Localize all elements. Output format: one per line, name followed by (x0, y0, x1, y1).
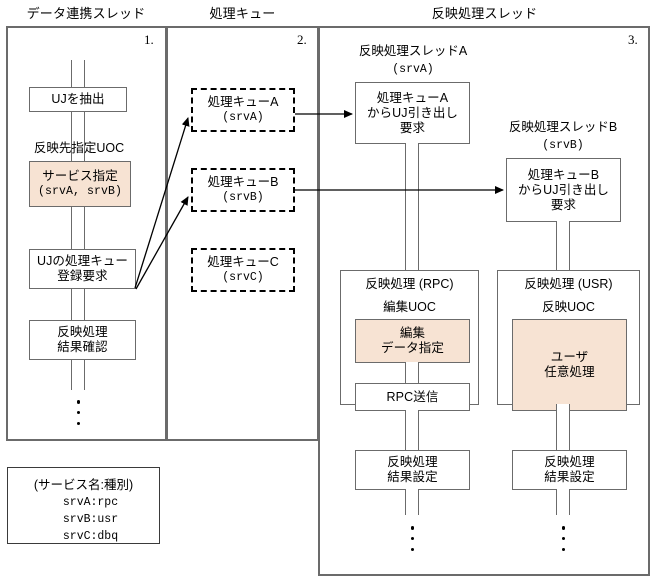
legend-item-srvc: srvC:dbq (62, 530, 119, 543)
container-rpc-title: 反映処理 (RPC) (365, 277, 454, 291)
thread-b-service: (srvB) (542, 139, 584, 152)
thread-b-result-label: 反映処理 結果設定 (544, 455, 595, 484)
lifeline-rpc-to-result (405, 410, 419, 450)
lifeline-thread1 (71, 60, 85, 390)
thread-a-result-box: 反映処理 結果設定 (355, 450, 470, 490)
lifeline-a-tail (405, 489, 419, 515)
step-rpc-send-label: RPC送信 (386, 389, 439, 404)
uoc-user-any-process: ユーザ 任意処理 (512, 319, 627, 411)
lifeline-usr-to-result (556, 404, 570, 450)
panel-number-2: 2. (297, 32, 307, 47)
thread-b-pull-label: 処理キューB からUJ引き出し 要求 (517, 167, 610, 212)
thread-b-result-box: 反映処理 結果設定 (512, 450, 627, 490)
step-register-queue-label: UJの処理キュー 登録要求 (36, 254, 129, 283)
uoc-user-any-process-label: ユーザ 任意処理 (544, 350, 595, 379)
queue-box-b-line2: (srvB) (222, 191, 264, 204)
lifeline-b-tail (556, 489, 570, 515)
panel-number-3: 3. (628, 32, 638, 47)
uoc-edit-data-spec-label: 編集 データ指定 (380, 326, 444, 355)
ellipsis-thread-b (561, 526, 566, 551)
thread-a-caption: 反映処理スレッドA (358, 44, 468, 58)
queue-box-b: 処理キューB (srvB) (191, 168, 295, 212)
step-register-queue: UJの処理キュー 登録要求 (29, 249, 136, 289)
column-title-3: 反映処理スレッド (431, 6, 538, 21)
thread-a-pull-label: 処理キューA からUJ引き出し 要求 (366, 90, 459, 135)
uoc-service-spec-line1: サービス指定 (42, 169, 118, 183)
thread-a-pull-box: 処理キューA からUJ引き出し 要求 (355, 82, 470, 144)
thread-a-service: (srvA) (392, 63, 434, 76)
step-rpc-send: RPC送信 (355, 383, 470, 411)
queue-box-c: 処理キューC (srvC) (191, 248, 295, 292)
uoc-caption-edit: 編集UOC (383, 300, 436, 314)
step-confirm-result: 反映処理 結果確認 (29, 320, 136, 360)
step-extract-uj-label: UJを抽出 (51, 92, 105, 106)
legend-item-srva: srvA:rpc (62, 496, 119, 509)
uoc-service-spec-line2: (srvA, srvB) (37, 185, 122, 198)
thread-b-caption: 反映処理スレッドB (508, 120, 618, 134)
step-confirm-result-label: 反映処理 結果確認 (57, 325, 108, 354)
container-usr-title: 反映処理 (USR) (524, 277, 613, 291)
column-title-1: データ連携スレッド (26, 6, 146, 21)
uoc-edit-data-spec: 編集 データ指定 (355, 319, 470, 363)
thread-a-result-label: 反映処理 結果設定 (387, 455, 438, 484)
legend-item-srvb: srvB:usr (62, 513, 119, 526)
lifeline-rpc-inner (405, 362, 419, 384)
panel-number-1: 1. (144, 32, 154, 47)
ellipsis-thread1 (76, 400, 81, 425)
queue-box-a-line1: 処理キューA (207, 95, 279, 109)
queue-box-b-line1: 処理キューB (207, 175, 279, 189)
uoc-service-spec: サービス指定 (srvA, srvB) (29, 161, 131, 207)
queue-box-c-line1: 処理キューC (207, 255, 279, 269)
lifeline-thread-a (405, 143, 419, 271)
legend-header: (サービス名:種別) (33, 478, 134, 492)
uoc-caption-reflect: 反映UOC (542, 300, 595, 314)
column-title-2: 処理キュー (209, 6, 276, 21)
legend-box: (サービス名:種別) srvA:rpc srvB:usr srvC:dbq (7, 467, 160, 544)
uoc-caption-dest: 反映先指定UOC (33, 141, 125, 155)
queue-box-a-line2: (srvA) (222, 111, 264, 124)
queue-box-c-line2: (srvC) (222, 271, 264, 284)
step-extract-uj: UJを抽出 (29, 87, 127, 112)
ellipsis-thread-a (410, 526, 415, 551)
lifeline-thread-b (556, 221, 570, 271)
queue-box-a: 処理キューA (srvA) (191, 88, 295, 132)
thread-b-pull-box: 処理キューB からUJ引き出し 要求 (506, 158, 621, 222)
